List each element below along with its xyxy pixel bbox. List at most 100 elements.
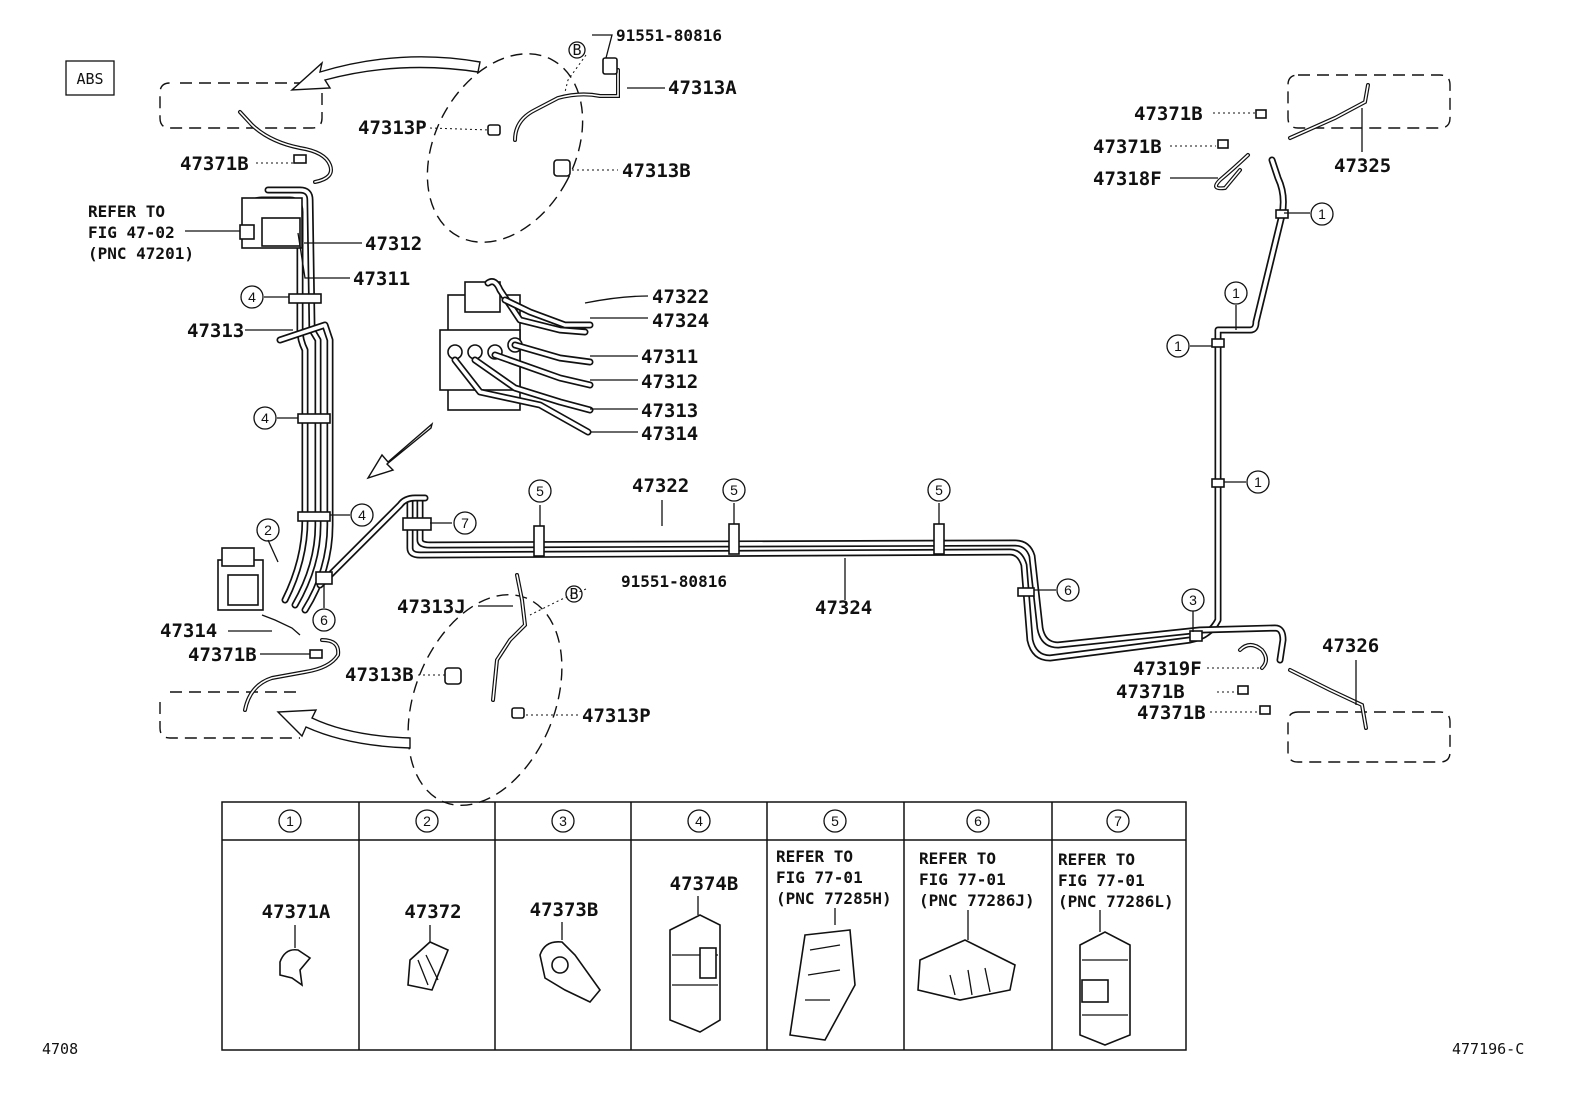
pipe-right-vertical [1214,156,1287,344]
hose-rear-left [243,638,341,712]
table-cell-5-line-2: FIG 77-01 [776,868,863,887]
table-header-4: 4 [695,813,703,829]
pipe-47324 [416,496,1287,664]
table-header-1: 1 [286,813,294,829]
callout-5-c: 5 [935,482,943,498]
callout-7: 7 [461,515,469,531]
label-47312-inset: 47312 [641,371,698,393]
table-cell-5-line-1: REFER TO [776,847,853,866]
circle-b-bottom: B [569,585,578,603]
hose-47325 [1288,83,1370,140]
clamp-drawing-77285H [789,908,856,1041]
label-47312-left: 47312 [365,233,422,255]
label-47322-main: 47322 [632,475,689,497]
label-91551-bottom: 91551-80816 [621,572,727,591]
callout-4-a: 4 [248,289,256,305]
callout-3: 3 [1189,592,1197,608]
label-47324-inset: 47324 [652,310,709,332]
label-47314-inset: 47314 [641,423,698,445]
label-47371B-r4: 47371B [1137,702,1206,724]
part-labels: B 91551-80816 47313A 47313P 47313B 47371… [88,26,1391,727]
arrow-bottom-left [276,709,411,749]
wheel-box-rear-right [1287,711,1451,763]
table-header-2: 2 [423,813,431,829]
label-47311-left: 47311 [353,268,410,290]
table-cell-6-line-3: (PNC 77286J) [919,891,1035,910]
callout-5-b: 5 [730,482,738,498]
abs-badge: ABS [65,60,115,96]
table-cell-7-line-3: (PNC 77286L) [1058,892,1174,911]
abs-label: ABS [76,70,103,88]
table-cell-3-part: 47373B [530,899,599,921]
label-47371B-left: 47371B [180,153,249,175]
table-cell-6-line-1: REFER TO [919,849,996,868]
figure-code: 4708 [42,1040,78,1058]
label-refer-2: FIG 47-02 [88,223,175,242]
pipe-47322 [406,336,1222,662]
callout-4-b: 4 [261,410,269,426]
label-47371B-r1: 47371B [1134,103,1203,125]
label-47313P-bottom: 47313P [582,705,651,727]
label-47326: 47326 [1322,635,1379,657]
label-47313B-bottom: 47313B [345,664,414,686]
callout-6-b: 6 [1064,582,1072,598]
table-cell-7-line-1: REFER TO [1058,850,1135,869]
label-47325: 47325 [1334,155,1391,177]
hose-47326 [1288,668,1368,730]
label-47313J: 47313J [397,596,466,618]
clamp-drawing-47372 [407,925,450,991]
leader-lines [185,34,1363,716]
arrow-inset [366,422,434,480]
label-47313P-top: 47313P [358,117,427,139]
label-47313-inset: 47313 [641,400,698,422]
label-47324-main: 47324 [815,597,872,619]
label-47313B-top: 47313B [622,160,691,182]
abs-actuator-inset [439,278,594,436]
label-47371B-r2: 47371B [1093,136,1162,158]
table-cell-5-line-3: (PNC 77285H) [776,889,892,908]
arrow-top-left [290,56,481,91]
clamp-drawing-77286J [917,910,1016,1001]
callout-1-d: 1 [1254,474,1262,490]
hose-47313J [491,573,528,702]
table-cell-6-line-2: FIG 77-01 [919,870,1006,889]
hose-front-left [238,110,333,184]
label-47322-inset: 47322 [652,286,709,308]
wheel-box-front-right [1287,74,1451,129]
circle-b-top: B [572,41,581,59]
table-header-6: 6 [974,813,982,829]
table-header-7: 7 [1114,813,1122,829]
callout-4-c: 4 [358,507,366,523]
callout-1-b: 1 [1232,285,1240,301]
clamp-drawing-47371A [279,925,312,987]
label-refer-3: (PNC 47201) [88,244,194,263]
hose-47318F [1214,153,1250,191]
label-47319F: 47319F [1133,658,1202,680]
hose-47319F [1238,643,1268,670]
pipe-bundle-left [246,186,429,614]
detail-ellipse-top [426,53,584,243]
pipe-clamps [288,209,1289,642]
hose-47313A [513,68,620,142]
clamp-drawing-47374B [669,896,721,1033]
callouts: 1 1 1 1 2 3 4 4 4 5 5 5 6 6 7 [240,202,1334,632]
label-47311-inset: 47311 [641,346,698,368]
wheel-box-rear-left [159,691,300,739]
label-47371B-lower: 47371B [188,644,257,666]
callout-6-a: 6 [320,612,328,628]
label-47314-left: 47314 [160,620,217,642]
callout-5-a: 5 [536,483,544,499]
callout-1-c: 1 [1174,338,1182,354]
label-91551-top: 91551-80816 [616,26,722,45]
label-47313A: 47313A [668,77,737,99]
master-cylinder [239,197,303,249]
table-cell-4-part: 47374B [670,873,739,895]
callout-1-a: 1 [1318,206,1326,222]
table-header-3: 3 [559,813,567,829]
clamp-drawing-47373B [539,922,602,1003]
callout-2: 2 [264,522,272,538]
clamp-table: 1 2 3 4 5 6 7 47371A 47372 47373B 47374B… [221,801,1187,1051]
drawing-id: 477196-C [1452,1040,1524,1058]
label-47371B-r3: 47371B [1116,681,1185,703]
